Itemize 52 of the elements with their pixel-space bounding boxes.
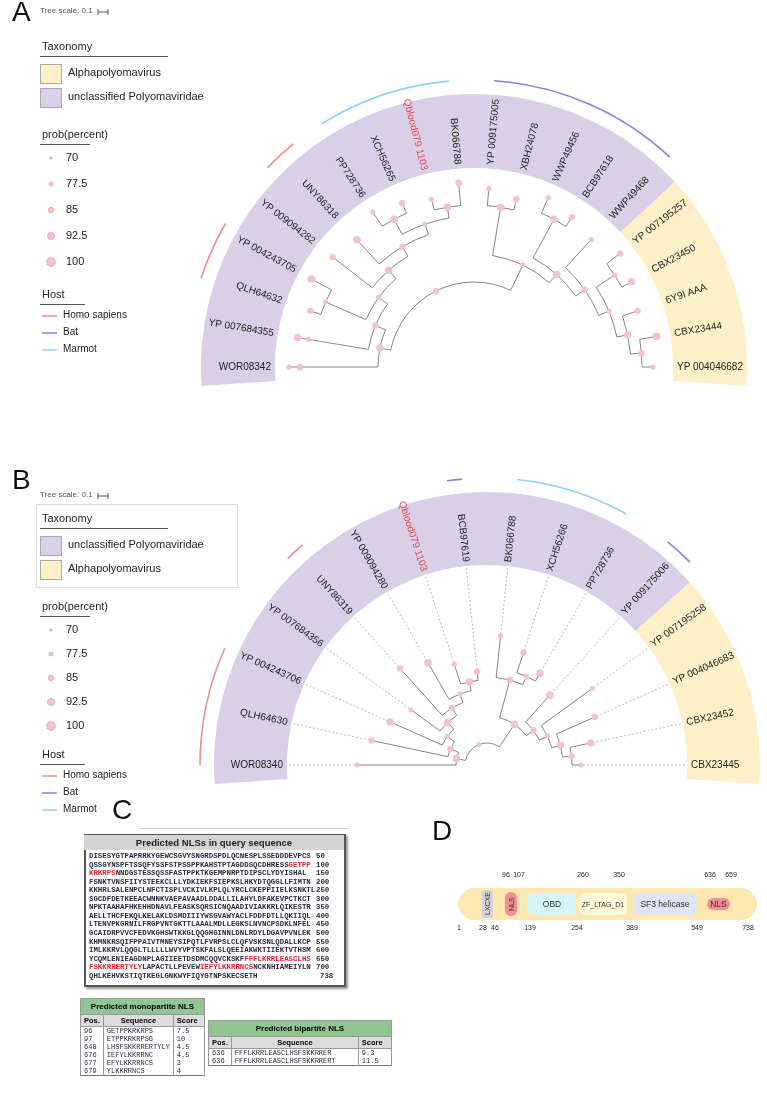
tip-label: QLH64630 (239, 706, 289, 728)
table-title: Predicted monopartite NLS (80, 998, 205, 1015)
legend-label: 100 (66, 255, 85, 267)
tip-label: CBX23452 (685, 706, 735, 728)
tip-label: YP 007684355 (207, 316, 275, 339)
panel-letter: A (12, 0, 31, 28)
legend-label: 77.5 (66, 177, 88, 189)
legend-label: 85 (66, 203, 79, 215)
legend-label: Bat (63, 786, 78, 797)
panel-letter: B (12, 464, 31, 496)
tree-scale-label: Tree scale: 0.1 (40, 490, 93, 499)
legend-label: Homo sapiens (63, 769, 127, 780)
tip-label: BK066788 (448, 117, 464, 166)
legend-label: 92.5 (66, 695, 88, 707)
tip-label: CBX23444 (673, 319, 723, 339)
tip-label: BCB97619 (456, 513, 472, 563)
legend-heading: Host (42, 748, 65, 760)
domain-box: NLS (707, 898, 730, 910)
legend-label: Alphapolyomavirus (68, 562, 161, 574)
tip-label: 6Y9I AAA (663, 281, 708, 306)
domain-box: OBD (528, 893, 576, 915)
legend-label: Bat (63, 326, 78, 337)
legend-label: Marmot (63, 803, 97, 814)
tip-label: YP 009175005 (484, 98, 501, 166)
tree-scale-label: Tree scale: 0.1 (40, 6, 93, 15)
legend-heading: Host (42, 288, 65, 300)
panel-title: Predicted NLSs in query sequence (84, 835, 344, 850)
legend-label: 100 (66, 719, 85, 731)
legend-label: Alphapolyomavirus (68, 66, 161, 78)
tip-label: WOR08340 (230, 758, 283, 770)
protein-bar (458, 888, 757, 920)
panel-letter: C (112, 794, 133, 826)
legend-heading: Taxonomy (42, 512, 93, 524)
legend-label: 70 (66, 151, 79, 163)
table-title: Predicted bipartite NLS (208, 1020, 392, 1037)
legend-label: 70 (66, 623, 79, 635)
legend-label: unclassified Polyomaviridae (68, 90, 204, 102)
legend-label: 85 (66, 671, 79, 683)
tip-label: BK066788 (502, 515, 518, 563)
legend-label: Homo sapiens (63, 309, 127, 320)
legend-label: 92.5 (66, 229, 88, 241)
tip-label: WOR08342 (218, 360, 271, 372)
legend-label: 77.5 (66, 647, 88, 659)
tip-label: YP 004046682 (677, 360, 743, 372)
legend-label: unclassified Polyomaviridae (68, 538, 204, 550)
legend-label: Marmot (63, 343, 97, 354)
panel-letter: D (432, 815, 453, 847)
legend-heading: prob(percent) (42, 600, 109, 612)
tip-label: CBX23445 (691, 758, 740, 770)
legend-heading: Taxonomy (42, 40, 93, 52)
domain-box: SF3 helicase (633, 893, 697, 915)
legend-heading: prob(percent) (42, 128, 109, 140)
